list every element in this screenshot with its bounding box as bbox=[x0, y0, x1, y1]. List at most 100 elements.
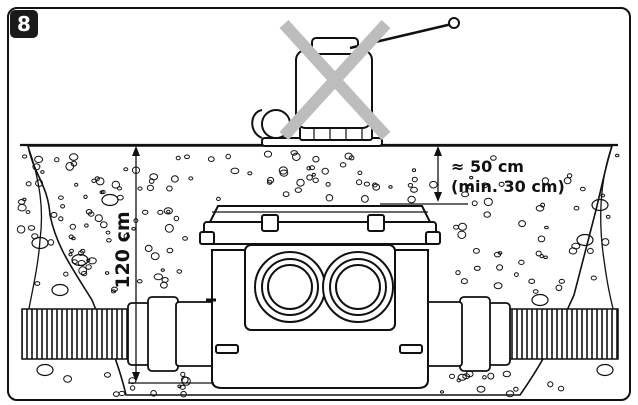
gravel-stone bbox=[100, 189, 106, 195]
gravel-stone bbox=[136, 279, 143, 284]
gravel-stone bbox=[531, 293, 549, 307]
trench-edge-right bbox=[600, 145, 617, 321]
gravel-stone bbox=[439, 390, 445, 394]
gravel-stone bbox=[80, 271, 88, 277]
gravel-stone bbox=[411, 168, 417, 173]
gravel-stone bbox=[361, 195, 369, 203]
gravel-stone bbox=[306, 166, 312, 171]
gravel-stone bbox=[110, 289, 117, 294]
gravel-stone bbox=[555, 284, 563, 291]
gravel-stone bbox=[263, 150, 273, 158]
gravel-stone bbox=[182, 236, 189, 241]
gravel-stone bbox=[171, 175, 179, 183]
gravel-stone bbox=[457, 373, 467, 381]
gravel-stone bbox=[247, 171, 253, 176]
gravel-stone bbox=[498, 181, 505, 187]
gravel-stone bbox=[32, 163, 41, 171]
gravel-stone bbox=[188, 176, 194, 181]
gravel-stone bbox=[34, 155, 44, 163]
gravel-stone bbox=[112, 391, 120, 397]
gravel-stone bbox=[282, 191, 290, 198]
gravel-stone bbox=[166, 209, 171, 214]
gravel-stone bbox=[306, 174, 313, 181]
gravel-stone bbox=[457, 230, 467, 240]
gravel-stone bbox=[179, 384, 186, 390]
gravel-stone bbox=[471, 200, 478, 206]
gravel-stone bbox=[532, 289, 539, 294]
gravel-stone bbox=[544, 225, 549, 230]
gravel-stone bbox=[27, 225, 36, 231]
gravel-stone bbox=[94, 176, 100, 182]
gravel-stone bbox=[184, 154, 190, 160]
gravel-stone bbox=[325, 182, 331, 187]
gravel-stone bbox=[487, 372, 495, 380]
gravel-stone bbox=[292, 152, 301, 162]
gravel-stone bbox=[84, 223, 89, 228]
gravel-stone bbox=[596, 363, 614, 377]
gravel-stone bbox=[104, 271, 110, 275]
gravel-stone bbox=[60, 204, 66, 209]
gravel-stone bbox=[294, 187, 302, 193]
valve-box-lid bbox=[199, 205, 441, 245]
gravel-stone bbox=[34, 281, 41, 286]
gravel-stone bbox=[144, 244, 153, 252]
gravel-stone bbox=[483, 211, 491, 218]
gravel-stone bbox=[101, 193, 119, 207]
gravel-stone bbox=[142, 209, 149, 215]
gravel-stone bbox=[579, 186, 586, 192]
gravel-stone bbox=[473, 265, 481, 271]
gravel-stone bbox=[173, 215, 180, 222]
gravel-stone bbox=[65, 162, 75, 171]
gravel-stone bbox=[496, 264, 504, 271]
gravel-stone bbox=[100, 221, 108, 229]
gravel-stone bbox=[601, 238, 610, 246]
gravel-stone bbox=[513, 386, 519, 392]
coupler-left bbox=[127, 296, 217, 372]
gravel-stone bbox=[493, 251, 502, 258]
gravel-stone bbox=[104, 372, 111, 378]
gravel-stone bbox=[63, 375, 72, 383]
gravel-stone bbox=[309, 165, 315, 171]
gravel-stone bbox=[535, 205, 545, 212]
gravel-stone bbox=[50, 211, 58, 218]
gravel-stone bbox=[58, 195, 64, 200]
gravel-stone bbox=[83, 194, 88, 200]
gravel-stone bbox=[69, 223, 77, 230]
gravel-stone bbox=[537, 235, 546, 243]
valve-box bbox=[206, 244, 429, 389]
gravel-stone bbox=[25, 210, 31, 215]
gravel-stone bbox=[493, 282, 503, 290]
gravel-stone bbox=[483, 197, 493, 207]
depth-dimension-total bbox=[128, 146, 214, 384]
trench-edge-left bbox=[25, 145, 43, 326]
gravel-stone bbox=[576, 233, 594, 247]
gravel-stone bbox=[469, 175, 474, 180]
gravel-stone bbox=[460, 278, 468, 285]
gravel-stone bbox=[71, 253, 89, 267]
gravel-stone bbox=[411, 176, 418, 183]
gravel-fill bbox=[16, 150, 620, 398]
gravel-stone bbox=[407, 195, 416, 204]
gravel-stone bbox=[111, 180, 121, 189]
gravel-stone bbox=[540, 202, 546, 208]
gravel-stone bbox=[225, 153, 231, 160]
gravel-stone bbox=[180, 371, 186, 377]
gravel-stone bbox=[58, 216, 64, 222]
gravel-stone bbox=[68, 252, 73, 257]
gravel-stone bbox=[518, 259, 525, 265]
gravel-stone bbox=[476, 385, 486, 393]
gravel-stone bbox=[357, 170, 363, 176]
gravel-stone bbox=[600, 193, 606, 198]
gravel-stone bbox=[137, 186, 143, 191]
gravel-stone bbox=[216, 196, 221, 201]
gravel-stone bbox=[160, 281, 168, 289]
gravel-stone bbox=[150, 390, 157, 397]
gravel-stone bbox=[87, 211, 95, 217]
gravel-stone bbox=[590, 275, 597, 281]
depth-dimension-cover bbox=[380, 146, 468, 205]
gravel-stone bbox=[388, 185, 393, 189]
figure-number-badge: 8 bbox=[10, 10, 38, 38]
gravel-stone bbox=[563, 177, 572, 185]
gravel-stone bbox=[558, 278, 565, 284]
